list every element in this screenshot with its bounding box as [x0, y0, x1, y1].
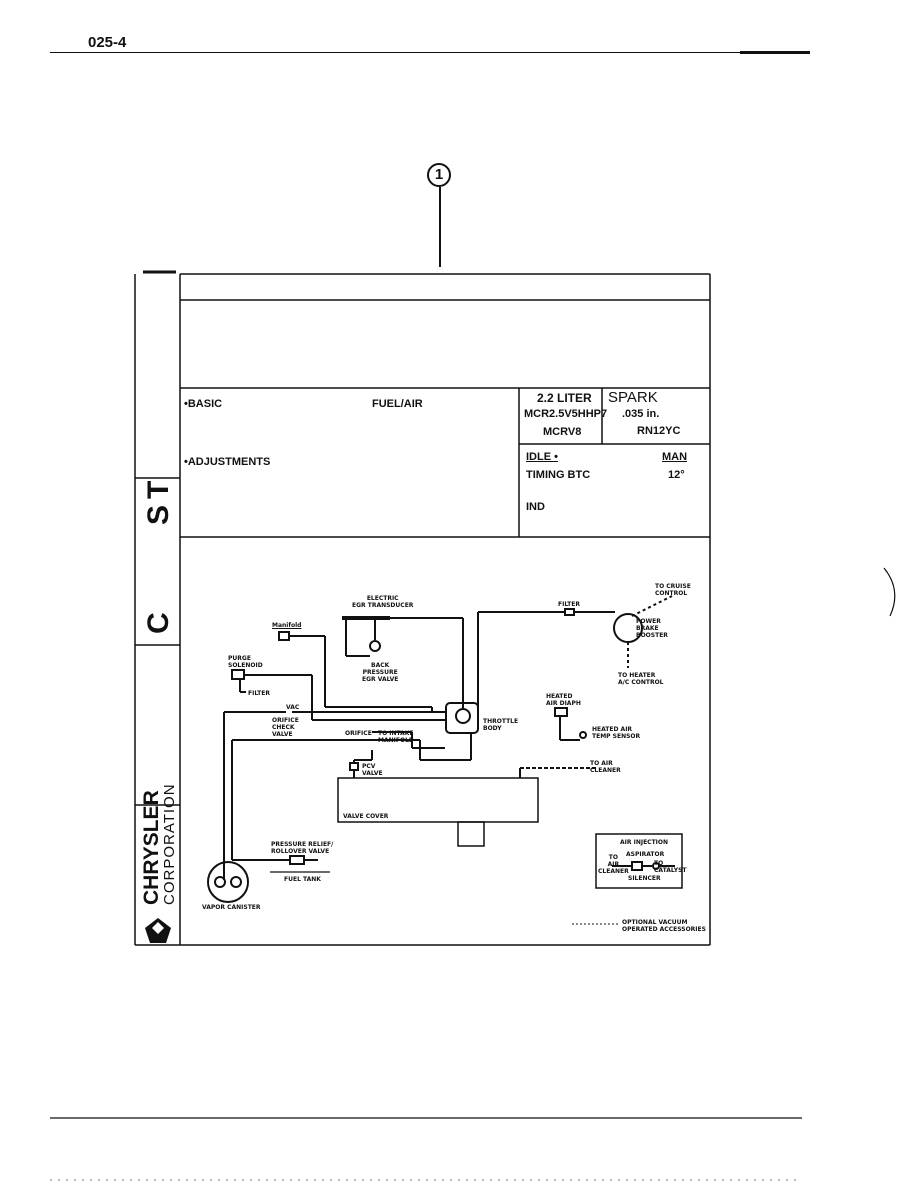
engine-code-1: MCR2.5V5HHP7	[524, 408, 608, 420]
ind-label: IND	[526, 501, 545, 513]
label-heated-air-diaph: HEATED AIR DIAPH	[546, 693, 581, 707]
label-filter-top: FILTER	[558, 601, 580, 608]
callout-leader	[439, 187, 441, 267]
label-electric-egr: ELECTRIC EGR TRANSDUCER	[352, 595, 414, 609]
label-to-cruise: TO CRUISE CONTROL	[655, 583, 691, 597]
label-vapor-canister: VAPOR CANISTER	[202, 904, 261, 911]
label-heated-air-temp: HEATED AIR TEMP SENSOR	[592, 726, 641, 740]
label-orifice-check: ORIFICE CHECK VALVE	[272, 717, 299, 738]
label-vac: VAC	[286, 704, 300, 711]
label-pcv: PCV VALVE	[362, 763, 383, 777]
label-optional-vacuum: OPTIONAL VACUUM OPERATED ACCESSORIES	[622, 919, 706, 933]
fuel-air-label: FUEL/AIR	[372, 398, 423, 410]
man-label: MAN	[662, 451, 688, 463]
header-rule-thick	[740, 51, 810, 54]
spark-plug: RN12YC	[637, 425, 681, 437]
margin-mark	[883, 567, 896, 617]
label-pressure-relief: PRESSURE RELIEF/ ROLLOVER VALVE	[271, 841, 334, 855]
timing-label: TIMING BTC	[526, 469, 591, 481]
side-letters-st: ST	[142, 474, 175, 525]
engine-liters: 2.2 LITER	[537, 391, 592, 405]
label-power-brake: POWER BRAKE BOOSTER	[636, 618, 668, 639]
pentastar-logo-icon	[145, 918, 171, 943]
label-fuel-tank: FUEL TANK	[284, 876, 321, 883]
spark-label: SPARK	[608, 389, 658, 406]
label-throttle-body: THROTTLE BODY	[483, 718, 519, 732]
label-to-intake: TO INTAKE MANIFOLD	[378, 730, 414, 744]
label-air-injection: AIR INJECTION	[620, 839, 669, 846]
side-letter-c: C	[142, 612, 175, 634]
header-rule	[50, 52, 810, 53]
label-back-pressure: BACK PRESSURE EGR VALVE	[362, 662, 399, 683]
timing-deg: 12°	[668, 469, 685, 481]
label-manifold: Manifold	[272, 622, 302, 629]
label-purge: PURGE SOLENOID	[228, 655, 263, 669]
label-to-heater: TO HEATER A/C CONTROL	[618, 672, 664, 686]
label-to-catalyst: TO CATALYST	[654, 860, 687, 874]
label-orifice: ORIFICE	[345, 730, 372, 737]
spark-gap: .035 in.	[622, 408, 660, 420]
engine-code-2: MCRV8	[543, 426, 582, 438]
idle-label: IDLE •	[526, 451, 558, 463]
basic-label: •BASIC	[184, 398, 223, 410]
label-aspirator: ASPIRATOR	[626, 851, 665, 858]
callout-label: 1	[434, 166, 444, 183]
label-to-air-cleaner: TO AIR CLEANER	[590, 760, 621, 774]
label-to-air-cleaner-2: TO AIR CLEANER	[598, 854, 629, 875]
page-number: 025-4	[88, 34, 127, 51]
label-filter-left: FILTER	[248, 690, 270, 697]
label-valve-cover: VALVE COVER	[343, 813, 389, 820]
brand-corporation: CORPORATION	[161, 783, 178, 905]
callout-circle: 1	[427, 163, 451, 187]
label-silencer: SILENCER	[628, 875, 661, 882]
adjustments-label: •ADJUSTMENTS	[184, 456, 271, 468]
